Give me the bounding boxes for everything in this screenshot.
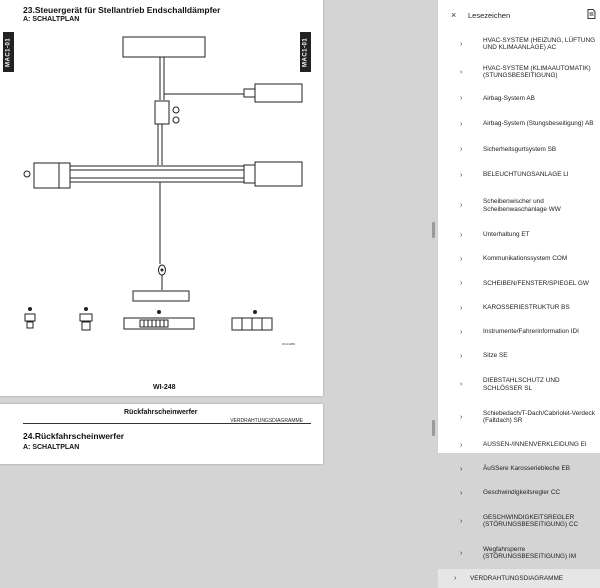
bookmarks-header: × Lesezeichen: [438, 0, 600, 30]
bookmark-label: BELEUCHTUNGSANLAGE LI: [483, 171, 569, 179]
diagram-code: WI-01080: [282, 342, 296, 346]
bookmark-label: DIEBSTAHLSCHUTZ UND SCHLÖSSER SL: [483, 377, 560, 392]
bookmark-label: Instrumente/Fahrerinformation IDI: [483, 328, 579, 336]
bookmark-item[interactable]: › VERDRAHTUNGSDIAGRAMME: [438, 569, 600, 588]
bookmark-label: Wegfahrsperre (STÖRUNGSBESEITIGUNG) IM: [483, 545, 577, 561]
bookmark-item[interactable]: › Scheibenwischer und Scheibenwaschanlage…: [438, 188, 600, 223]
document-page-next: Rückfahrscheinwerfer VERDRAHTUNGSDIAGRAM…: [0, 404, 323, 464]
chevron-right-icon[interactable]: ›: [460, 171, 463, 179]
page-title: 24.Rückfahrscheinwerfer: [23, 431, 125, 441]
chevron-right-icon[interactable]: ›: [454, 575, 457, 582]
bookmark-item[interactable]: › Airbag-System (Stungsbeseitigung) AB: [438, 111, 600, 137]
bookmark-label: AUSSEN-/INNENVERKLEIDUNG EI: [483, 441, 587, 449]
bookmark-label: Airbag-System (Stungsbeseitigung) AB: [483, 120, 594, 128]
chevron-right-icon[interactable]: ›: [460, 120, 463, 128]
bookmark-item[interactable]: › Schiebedach/T-Dach/Cabriolet-Verdeck (F…: [438, 401, 600, 433]
bookmark-item[interactable]: › GESCHWINDIGKEITSREGLER (STÖRUNGSBESEITI…: [438, 505, 600, 537]
bookmark-item[interactable]: › Wegfahrsperre (STÖRUNGSBESEITIGUNG) IM: [438, 537, 600, 569]
bookmark-item[interactable]: › Sicherheitsgurtsystem SB: [438, 137, 600, 162]
chevron-right-icon[interactable]: ›: [460, 68, 463, 76]
page-subtitle: A: SCHALTPLAN: [23, 16, 80, 23]
scrollbar-thumb-lower[interactable]: [432, 420, 435, 436]
bookmarks-panel: × Lesezeichen › HVAC-SYSTEM (HEIZUNG, LÜF…: [437, 0, 600, 588]
chevron-right-icon[interactable]: ›: [460, 146, 463, 153]
bookmark-label: Geschwindigkeitsregler CC: [483, 489, 561, 497]
bookmark-item[interactable]: › BELEUCHTUNGSANLAGE LI: [438, 162, 600, 188]
bookmark-label: Scheibenwischer und Scheibenwaschanlage …: [483, 198, 561, 213]
bookmark-item[interactable]: › KAROSSERIESTRUKTUR BS: [438, 296, 600, 320]
bookmark-label: SCHEIBEN/FENSTER/SPIEGEL GW: [483, 279, 589, 287]
chevron-right-icon[interactable]: ›: [460, 202, 463, 209]
chevron-right-icon[interactable]: ›: [460, 381, 463, 388]
chevron-right-icon[interactable]: ›: [460, 465, 463, 473]
bookmarks-title: Lesezeichen: [468, 11, 511, 20]
chevron-right-icon[interactable]: ›: [460, 413, 463, 421]
bookmark-label: Airbag-System AB: [483, 94, 535, 102]
scrollbar-thumb[interactable]: [432, 222, 435, 238]
bookmark-item[interactable]: › Sitze SE: [438, 344, 600, 368]
chevron-right-icon[interactable]: ›: [460, 549, 463, 557]
chevron-right-icon[interactable]: ›: [460, 255, 463, 263]
bookmark-item[interactable]: › SCHEIBEN/FENSTER/SPIEGEL GW: [438, 271, 600, 296]
bookmark-item[interactable]: › Airbag-System AB: [438, 86, 600, 111]
bookmark-label: Sitze SE: [483, 352, 508, 360]
chevron-right-icon[interactable]: ›: [460, 328, 463, 336]
bookmark-item[interactable]: › HVAC-SYSTEM (HEIZUNG, LÜFTUNG UND KLIMA…: [438, 30, 600, 58]
bookmark-label: Schiebedach/T-Dach/Cabriolet-Verdeck (Fa…: [483, 409, 595, 425]
chevron-right-icon[interactable]: ›: [460, 352, 463, 360]
page-title: 23.Steuergerät für Stellantrieb Endschal…: [23, 5, 221, 15]
chevron-right-icon[interactable]: ›: [460, 40, 463, 48]
chevron-right-icon[interactable]: ›: [460, 441, 463, 449]
bookmark-label: VERDRAHTUNGSDIAGRAMME: [470, 574, 564, 582]
bookmark-item[interactable]: › Geschwindigkeitsregler CC: [438, 481, 600, 505]
bookmark-item[interactable]: › Unterhaltung ET: [438, 223, 600, 247]
bookmarks-list: › HVAC-SYSTEM (HEIZUNG, LÜFTUNG UND KLIMA…: [438, 30, 600, 588]
bookmark-item[interactable]: › Kommunikationssystem COM: [438, 247, 600, 271]
chevron-right-icon[interactable]: ›: [460, 280, 463, 287]
figure-label: WI-248: [153, 384, 176, 391]
document-page: 23.Steuergerät für Stellantrieb Endschal…: [0, 0, 323, 396]
header-rule: [23, 423, 311, 424]
bookmark-item[interactable]: › HVAC-SYSTEM (KLIMAAUTOMATIK) (STUNGSBES…: [438, 58, 600, 86]
bookmark-options-icon[interactable]: [587, 9, 596, 21]
chevron-right-icon[interactable]: ›: [460, 231, 463, 239]
chevron-right-icon[interactable]: ›: [460, 95, 463, 102]
document-viewer[interactable]: 23.Steuergerät für Stellantrieb Endschal…: [0, 0, 437, 464]
page-header: Rückfahrscheinwerfer: [124, 409, 198, 416]
bookmark-label: Kommunikationssystem COM: [483, 255, 568, 263]
wiring-diagram: [23, 36, 303, 331]
bookmark-label: Sicherheitsgurtsystem SB: [483, 145, 557, 153]
bookmark-label: Unterhaltung ET: [483, 231, 530, 239]
bookmark-label: HVAC-SYSTEM (KLIMAAUTOMATIK) (STUNGSBESE…: [483, 64, 591, 80]
bookmark-label: HVAC-SYSTEM (HEIZUNG, LÜFTUNG UND KLIMAA…: [483, 36, 596, 52]
bookmark-item[interactable]: › AUSSEN-/INNENVERKLEIDUNG EI: [438, 433, 600, 457]
chevron-right-icon[interactable]: ›: [460, 517, 463, 525]
chevron-right-icon[interactable]: ›: [460, 489, 463, 497]
close-icon[interactable]: ×: [451, 10, 457, 20]
bookmark-item[interactable]: › DIEBSTAHLSCHUTZ UND SCHLÖSSER SL: [438, 368, 600, 401]
bookmark-label: ÄuSSere Karosseriebleche EB: [483, 465, 571, 473]
section-label: VERDRAHTUNGSDIAGRAMME: [230, 418, 303, 424]
bookmark-item[interactable]: › ÄuSSere Karosseriebleche EB: [438, 457, 600, 481]
chevron-right-icon[interactable]: ›: [460, 304, 463, 312]
bookmark-label: GESCHWINDIGKEITSREGLER (STÖRUNGSBESEITIG…: [483, 513, 579, 529]
bookmark-label: KAROSSERIESTRUKTUR BS: [483, 304, 570, 312]
page-subtitle: A: SCHALTPLAN: [23, 444, 80, 451]
bookmark-item[interactable]: › Instrumente/Fahrerinformation IDI: [438, 320, 600, 344]
